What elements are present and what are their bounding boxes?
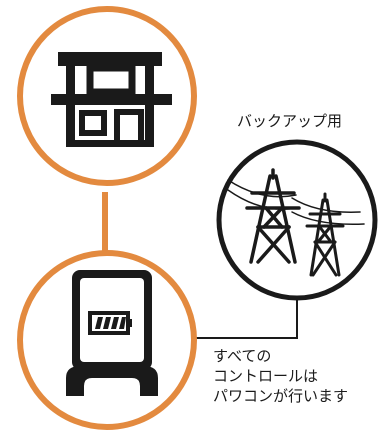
battery-storage-icon (66, 270, 158, 396)
house-circle (17, 6, 197, 186)
control-note-line-2: コントロールは (213, 367, 319, 385)
backup-label: バックアップ用 (237, 112, 343, 130)
battery-grid-connector (193, 298, 298, 339)
battery-circle (17, 250, 197, 430)
power-transmission-towers-icon (227, 168, 365, 277)
control-note-line-1: すべての (213, 347, 272, 365)
grid-circle (216, 139, 378, 301)
house-icon (51, 52, 172, 147)
control-note-line-3: パワコンが行います (213, 387, 349, 405)
control-note: すべての コントロールは パワコンが行います (213, 346, 348, 406)
